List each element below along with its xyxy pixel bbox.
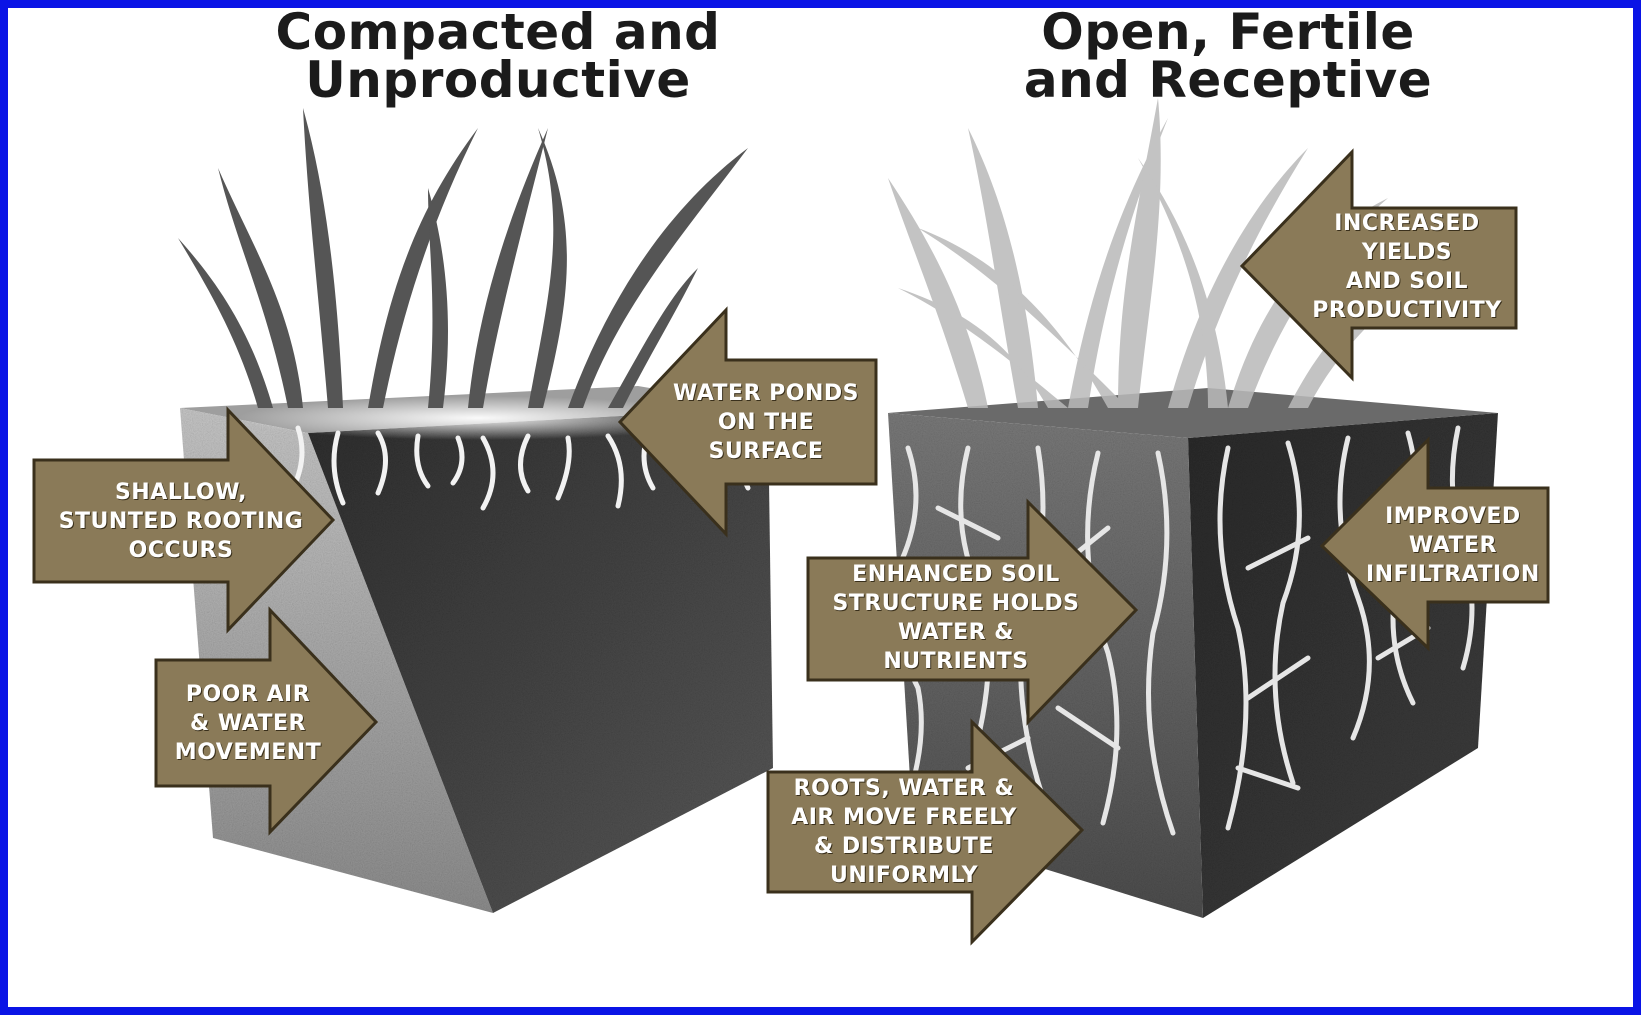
callout-text: ROOTS, WATER & [791, 774, 1017, 803]
title-compacted: Compacted and Unproductive [178, 8, 818, 104]
title-compacted-line-1: Compacted and [178, 8, 818, 56]
diagram-canvas: Compacted and Unproductive Open, Fertile… [8, 8, 1633, 1007]
callout-text: WATER & [832, 618, 1079, 647]
callout-water-ponds: WATER PONDS ON THE SURFACE [658, 362, 874, 482]
callout-text: & DISTRIBUTE [791, 832, 1017, 861]
title-compacted-line-2: Unproductive [178, 56, 818, 104]
callout-text: MOVEMENT [175, 738, 321, 767]
callout-text: INFILTRATION [1366, 560, 1540, 589]
callout-text: YIELDS [1312, 238, 1501, 267]
callout-text: UNIFORMLY [791, 861, 1017, 890]
callout-text: WATER [1366, 531, 1540, 560]
callout-text: POOR AIR [175, 680, 321, 709]
callout-text: ON THE [673, 408, 859, 437]
callout-text: NUTRIENTS [832, 647, 1079, 676]
title-fertile-line-2: and Receptive [888, 56, 1568, 104]
callout-text: STRUCTURE HOLDS [832, 589, 1079, 618]
callout-text: SURFACE [673, 437, 859, 466]
title-fertile: Open, Fertile and Receptive [888, 8, 1568, 104]
callout-text: AND SOIL [1312, 267, 1501, 296]
callout-text: SHALLOW, [59, 478, 304, 507]
callout-improved-water: IMPROVED WATER INFILTRATION [1366, 490, 1556, 600]
callout-poor-air: POOR AIR & WATER MOVEMENT [158, 662, 338, 784]
callout-text: OCCURS [59, 536, 304, 565]
callout-roots-water-air: ROOTS, WATER & AIR MOVE FREELY & DISTRIB… [770, 770, 1038, 894]
callout-text: PRODUCTIVITY [1312, 296, 1501, 325]
callout-increased-yields: INCREASED YIELDS AND SOIL PRODUCTIVITY [1298, 204, 1516, 330]
callout-text: AIR MOVE FREELY [791, 803, 1017, 832]
title-fertile-line-1: Open, Fertile [888, 8, 1568, 56]
callout-text: ENHANCED SOIL [832, 560, 1079, 589]
callout-text: INCREASED [1312, 209, 1501, 238]
callout-text: & WATER [175, 709, 321, 738]
callout-text: IMPROVED [1366, 502, 1540, 531]
callout-enhanced-soil: ENHANCED SOIL STRUCTURE HOLDS WATER & NU… [810, 554, 1102, 682]
callout-shallow-rooting: SHALLOW, STUNTED ROOTING OCCURS [36, 462, 326, 580]
callout-text: WATER PONDS [673, 379, 859, 408]
callout-text: STUNTED ROOTING [59, 507, 304, 536]
